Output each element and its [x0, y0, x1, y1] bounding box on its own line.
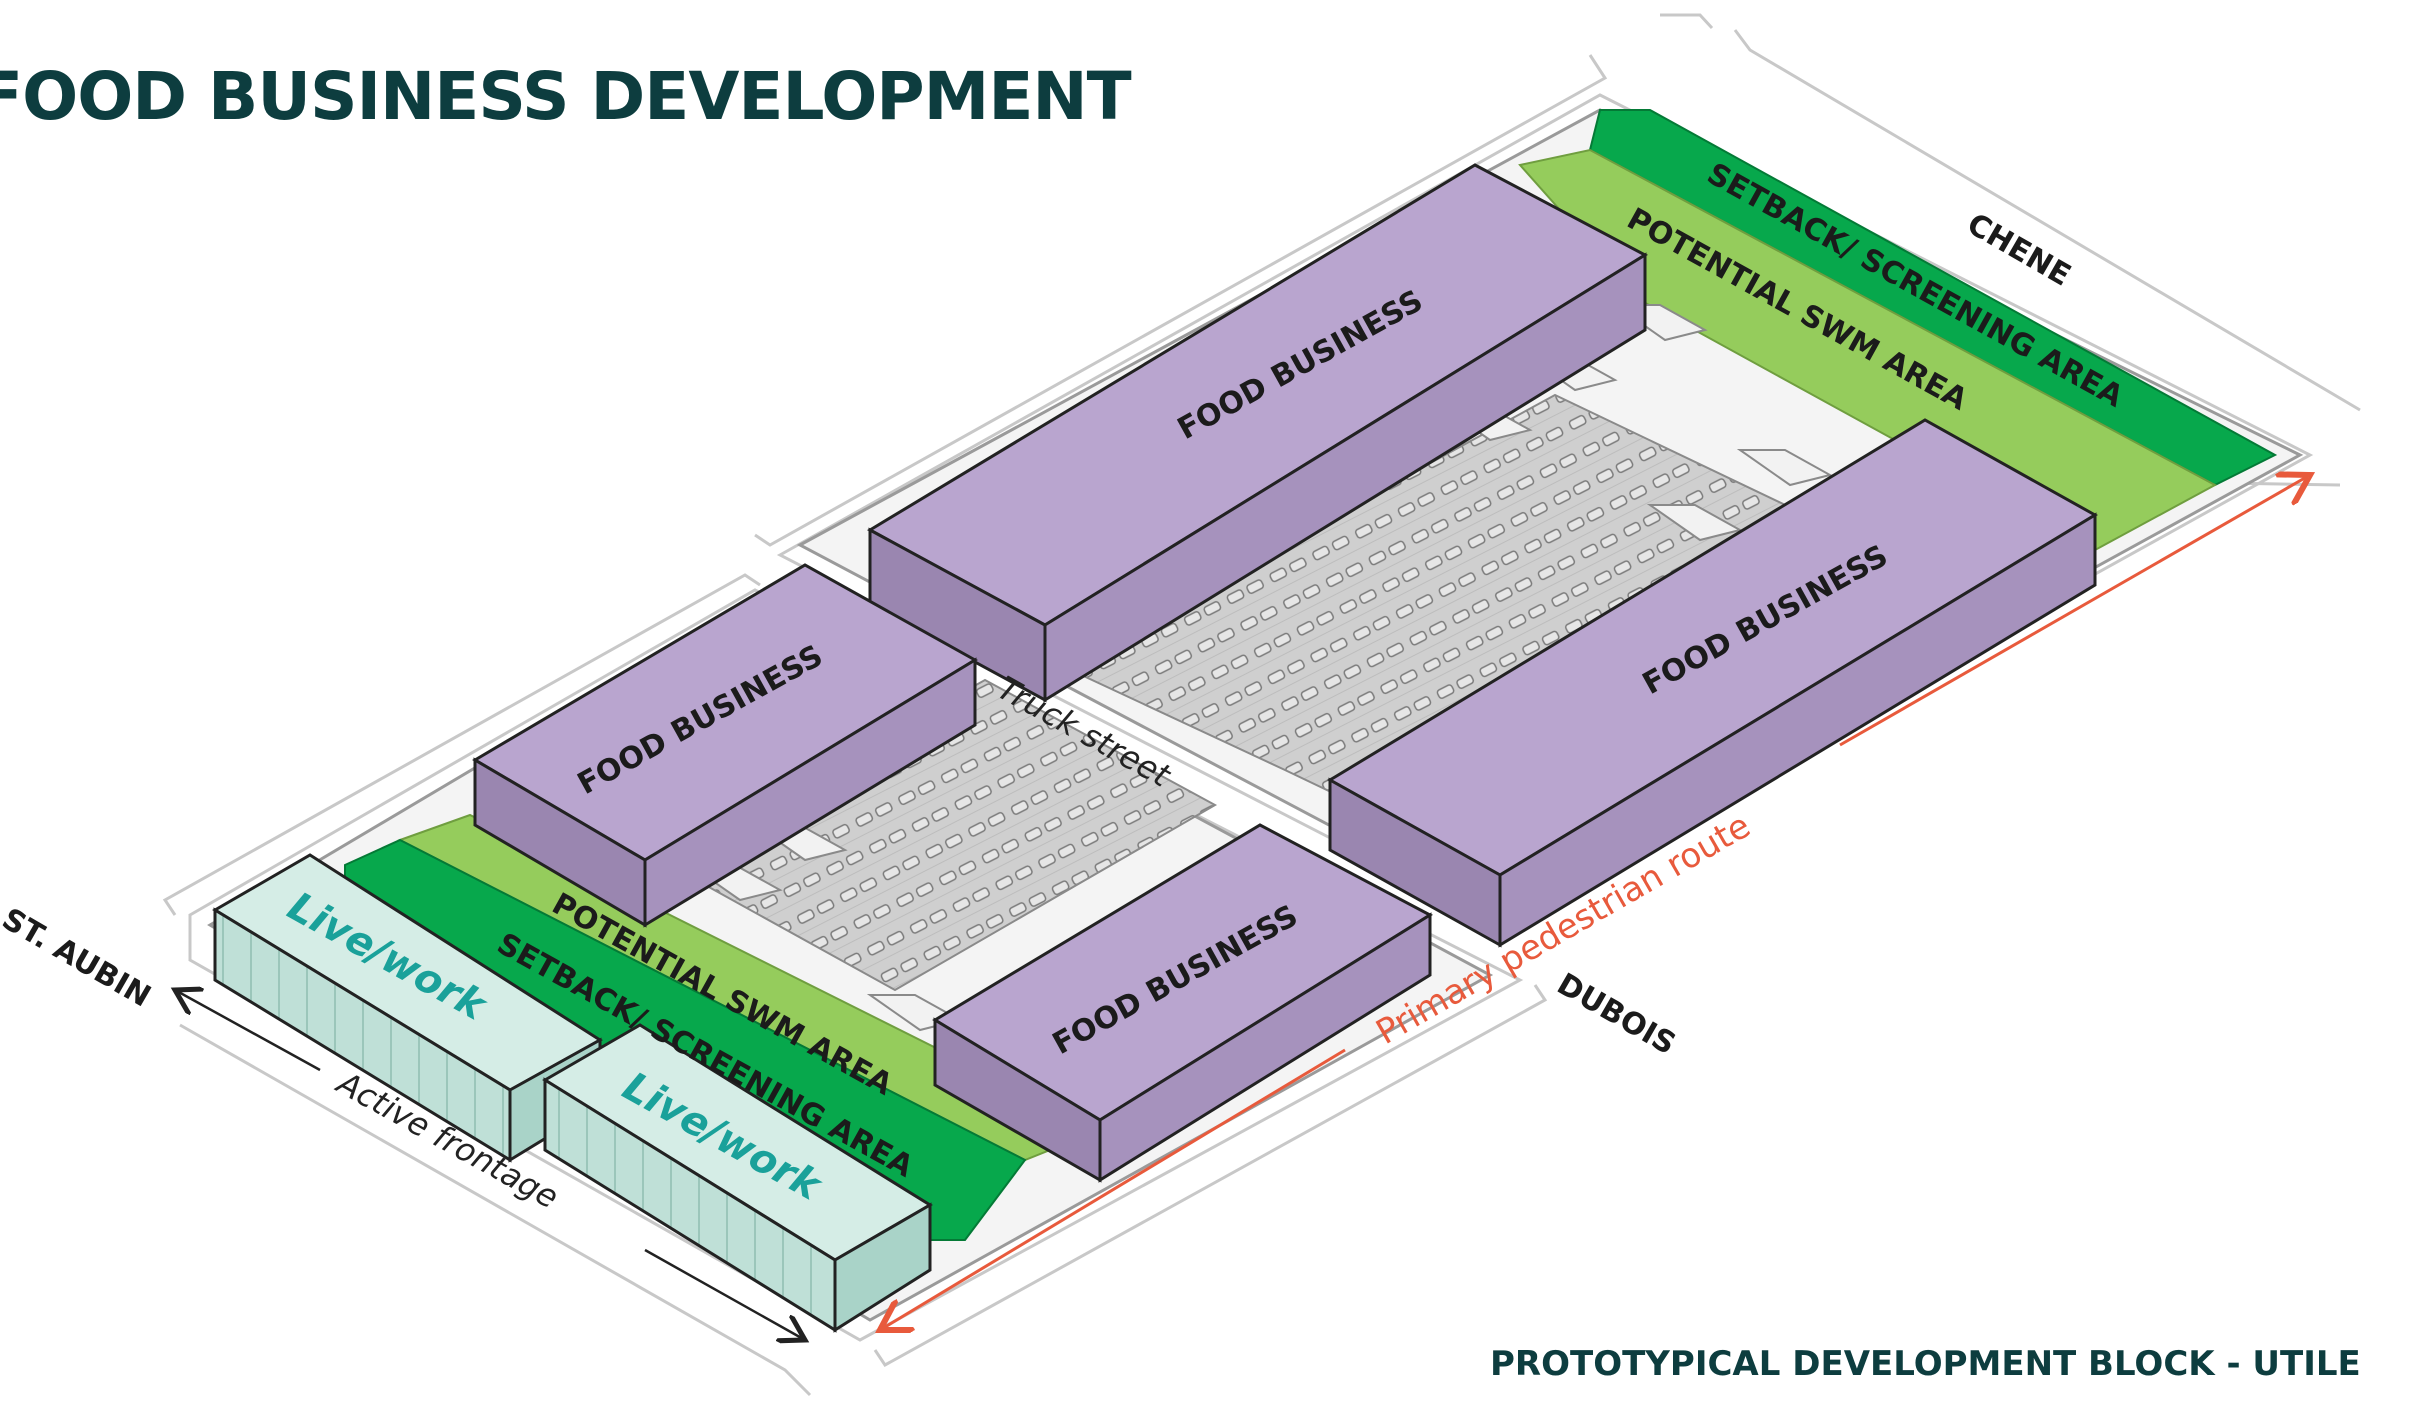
- building-food-business-southwest: [472, 563, 978, 928]
- page-title: FOOD BUSINESS DEVELOPMENT: [0, 58, 1132, 135]
- street-label-st-aubin: ST. AUBIN: [0, 902, 157, 1015]
- setback-area-north: [1588, 109, 2278, 487]
- building-food-business-north: [866, 163, 1649, 703]
- pedestrian-route-arrow-lower: [880, 1048, 1346, 1330]
- page-subtitle: PROTOTYPICAL DEVELOPMENT BLOCK - UTILE: [1490, 1344, 2361, 1384]
- street-label-dubois: DUBOIS: [1551, 967, 1681, 1063]
- pedestrian-route-arrow: [1839, 475, 2310, 747]
- building-food-business-east: [1327, 418, 2098, 948]
- street-label-chene: CHENE: [1961, 207, 2077, 294]
- building-food-business-southeast: [932, 823, 1434, 1183]
- building-live-work-2: [542, 1023, 933, 1333]
- active-frontage-arrow-right: [644, 1248, 805, 1340]
- active-frontage-arrow-left: [175, 990, 321, 1072]
